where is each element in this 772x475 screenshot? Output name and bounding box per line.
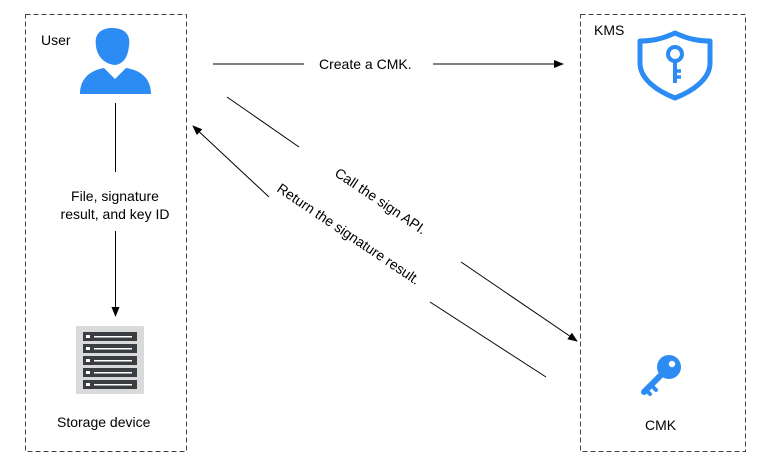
user-icon <box>80 28 151 94</box>
user-box <box>25 14 187 452</box>
key-icon <box>641 355 681 396</box>
flow-label: File, signature result, and key ID <box>40 187 190 223</box>
flow-label-line2: result, and key ID <box>60 206 170 222</box>
kms-box-title: KMS <box>594 22 625 38</box>
shield-key-icon <box>637 30 713 101</box>
return-arrow-end <box>192 125 270 198</box>
call-arrow-end <box>460 261 578 342</box>
return-arrow-start <box>429 301 547 378</box>
create-cmk-label: Create a CMK. <box>319 56 412 72</box>
call-arrow-start <box>226 96 300 148</box>
flow-label-line1: File, signature <box>71 188 159 204</box>
kms-box <box>580 14 746 452</box>
storage-server-icon <box>76 326 144 394</box>
user-box-title: User <box>41 32 71 48</box>
storage-device-label: Storage device <box>57 414 151 430</box>
return-signature-label: Return the signature result. <box>274 180 423 288</box>
cmk-label: CMK <box>645 417 677 433</box>
